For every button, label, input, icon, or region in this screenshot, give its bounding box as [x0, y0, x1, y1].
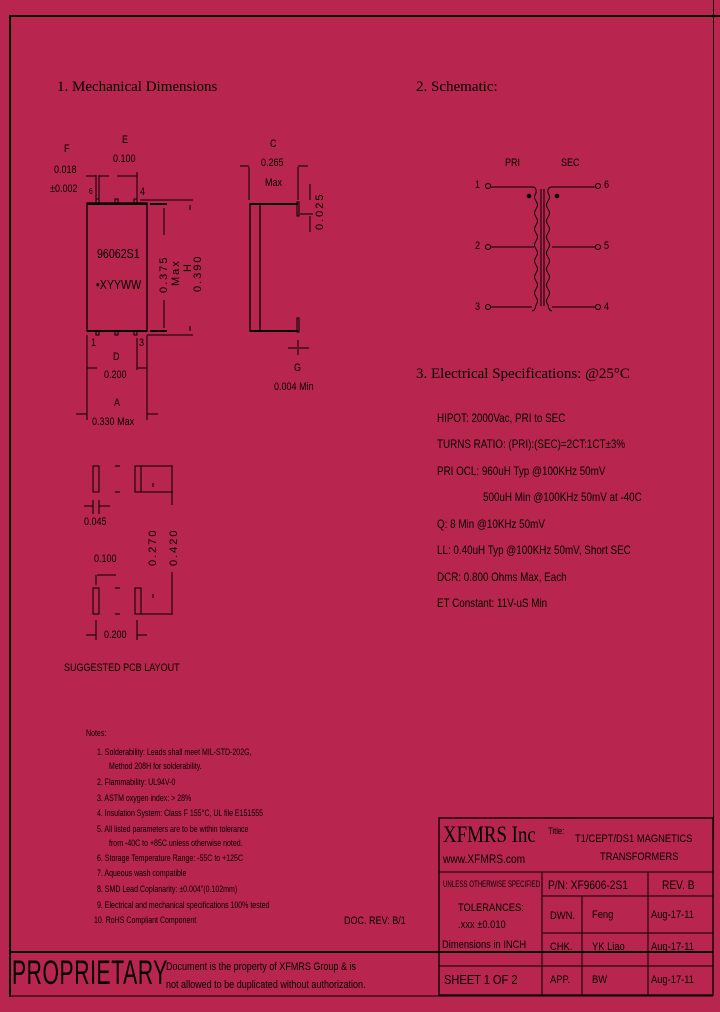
dwn-role: DWN.: [550, 910, 575, 922]
note-1: 1. Solderability: Leads shall meet MIL-S…: [97, 747, 252, 757]
proprietary-line-2: not allowed to be duplicated without aut…: [166, 979, 366, 991]
spec-q: Q: 8 Min @10KHz 50mV: [437, 517, 545, 531]
dim-c-value: 0.265: [261, 157, 284, 169]
proprietary-line-1: Document is the property of XFMRS Group …: [166, 961, 356, 973]
electrical-title: 3. Electrical Specifications: @25°C: [416, 366, 630, 382]
dim-lead-value: 0.025: [314, 192, 326, 230]
dim-e-value: 0.100: [113, 153, 136, 165]
dimensions-unit: Dimensions in INCH: [442, 939, 527, 951]
pin-5: 5: [604, 240, 610, 252]
sheet-number: SHEET 1 OF 2: [444, 972, 518, 987]
dim-e-label: E: [122, 134, 129, 146]
doc-revision: DOC. REV: B/1: [344, 915, 406, 927]
app-role: APP.: [550, 974, 571, 986]
pin-label-1: 1: [91, 337, 97, 349]
note-1b: Method 208H for solderability.: [109, 761, 202, 771]
dim-a-value: 0.330 Max: [92, 416, 135, 428]
note-10: 10. RoHS Compliant Component: [94, 915, 197, 925]
dwn-date: Aug-17-11: [651, 909, 694, 921]
spec-dcr: DCR: 0.800 Ohms Max, Each: [437, 570, 567, 584]
dwn-name: Feng: [592, 909, 614, 921]
pcb-pitch: 0.100: [94, 553, 117, 565]
spec-ll: LL: 0.40uH Typ @100KHz 50mV, Short SEC: [437, 543, 631, 557]
note-5b: from -40C to +85C unless otherwise noted…: [109, 838, 243, 848]
unless-specified: UNLESS OTHERWISE SPECIFIED: [443, 879, 541, 889]
pin-4: 4: [604, 301, 610, 313]
note-3: 3. ASTM oxygen index: > 28%: [97, 793, 192, 803]
pin-6: 6: [604, 179, 610, 191]
dim-f-label: F: [64, 143, 70, 155]
dim-g-label: G: [294, 362, 302, 374]
dim-a-label: A: [114, 397, 121, 409]
note-8: 8. SMD Lead Coplanarity: ±0.004"(0.102mm…: [97, 884, 238, 894]
dim-h-value: 0.390: [192, 254, 204, 292]
pin-3: 3: [475, 301, 481, 313]
note-6: 6. Storage Temperature Range: -55C to +1…: [97, 853, 244, 863]
spec-et-constant: ET Constant: 11V-uS Min: [437, 596, 548, 610]
company-website: www.XFMRS.com: [443, 852, 526, 866]
pcb-pad-width: 0.045: [84, 516, 107, 528]
dim-d-value: 0.200: [104, 369, 127, 381]
pcb-inner: 0.270: [147, 528, 159, 566]
app-name: BW: [592, 974, 608, 986]
app-date: Aug-17-11: [651, 974, 694, 986]
spec-pri-ocl-min: 500uH Min @100KHz 50mV at -40C: [483, 490, 642, 504]
note-7: 7. Aqueous wash compatible: [97, 868, 187, 878]
chk-name: YK Liao: [592, 941, 625, 953]
note-9: 9. Electrical and mechanical specificati…: [97, 900, 270, 910]
note-4: 4. Insulation System: Class F 155°C, UL …: [97, 808, 264, 818]
part-number: P/N: XF9606-2S1: [548, 878, 628, 892]
pcb-span: 0.200: [104, 629, 127, 641]
tolerance-value: .xxx ±0.010: [458, 919, 506, 931]
marking-part-number: 96062S1: [97, 246, 140, 261]
dim-c-label: C: [270, 138, 277, 150]
sec-label: SEC: [561, 157, 580, 169]
dim-f-value: 0.018: [54, 164, 77, 176]
title-line-1: T1/CEPT/DS1 MAGNETICS: [575, 833, 693, 845]
schematic-title: 2. Schematic:: [416, 79, 498, 95]
dim-d-label: D: [113, 351, 120, 363]
spec-hipot: HIPOT: 2000Vac, PRI to SEC: [437, 411, 566, 425]
pcb-outer: 0.420: [168, 528, 180, 566]
marking-date-code: •XYYWW: [96, 277, 142, 292]
pin-label-6: 6: [89, 187, 93, 196]
pcb-caption: SUGGESTED PCB LAYOUT: [64, 662, 180, 674]
title-label: Title:: [548, 826, 565, 836]
dim-b-value: 0.375: [158, 255, 170, 293]
pri-label: PRI: [505, 157, 521, 169]
note-5: 5. All listed parameters are to be withi…: [97, 824, 249, 834]
proprietary-label: PROPRIETARY: [12, 954, 168, 992]
chk-role: CHK.: [550, 941, 573, 953]
notes-heading: Notes:: [86, 728, 107, 738]
spec-turns-ratio: TURNS RATIO: (PRI):(SEC)=2CT:1CT±3%: [437, 437, 626, 451]
tolerances-label: TOLERANCES:: [458, 902, 524, 914]
pin-label-3: 3: [139, 337, 145, 349]
dim-g-value: 0.004 Min: [274, 381, 314, 393]
revision: REV. B: [662, 878, 695, 892]
frame-divider: [713, 0, 714, 840]
drawing-frame: [9, 15, 720, 997]
company-name: XFMRS Inc: [443, 822, 536, 847]
chk-date: Aug-17-11: [651, 941, 694, 953]
pin-label-4: 4: [140, 186, 146, 198]
dim-b-max: Max: [170, 259, 182, 286]
dim-f-tolerance: ±0.002: [50, 183, 78, 195]
spec-pri-ocl: PRI OCL: 960uH Typ @100KHz 50mV: [437, 464, 606, 478]
pin-2: 2: [475, 240, 481, 252]
mechanical-title: 1. Mechanical Dimensions: [57, 79, 218, 95]
pin-1: 1: [475, 179, 481, 191]
note-2: 2. Flammability: UL94V-0: [97, 777, 176, 787]
title-line-2: TRANSFORMERS: [600, 851, 679, 863]
dim-c-max: Max: [265, 177, 283, 189]
